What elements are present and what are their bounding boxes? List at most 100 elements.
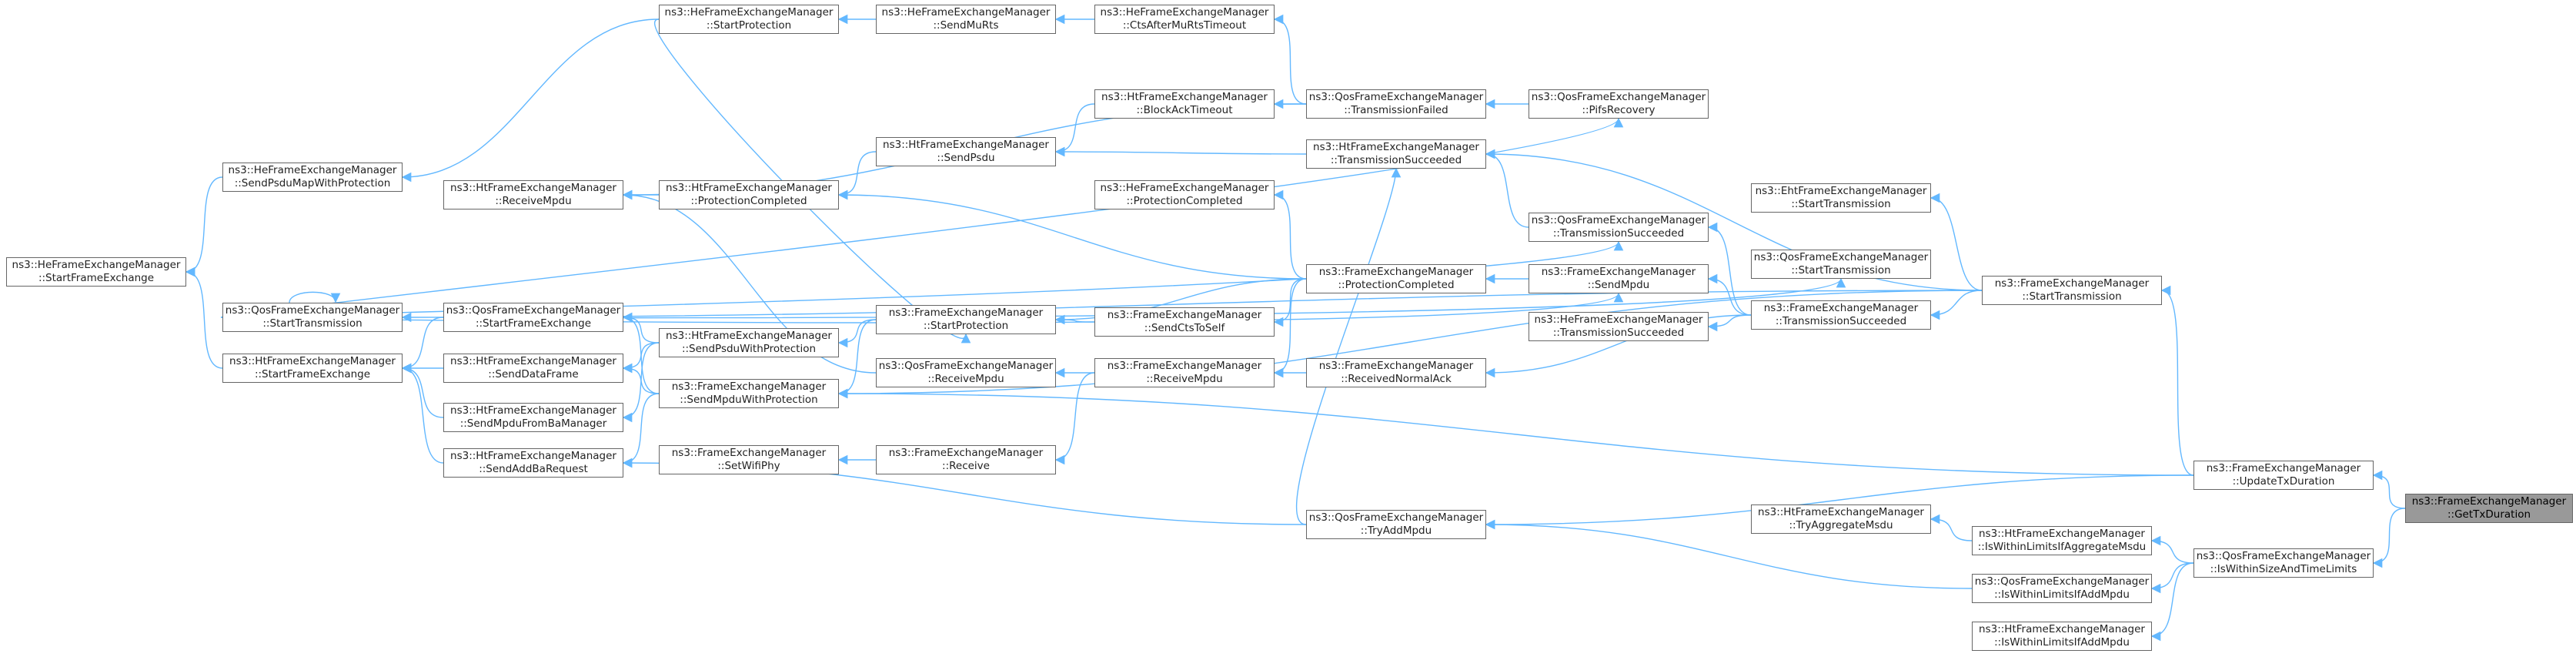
node-feCtsSelf[interactable]: ns3::FrameExchangeManager::SendCtsToSelf	[1094, 307, 1275, 337]
node-heProtCompl[interactable]: ns3::HeFrameExchangeManager::ProtectionC…	[1094, 180, 1275, 210]
node-heStartProt[interactable]: ns3::HeFrameExchangeManager::StartProtec…	[659, 5, 839, 34]
node-label-class: ns3::HtFrameExchangeManager	[450, 450, 616, 462]
node-label-class: ns3::EhtFrameExchangeManager	[1755, 185, 1927, 197]
node-feStartTx[interactable]: ns3::FrameExchangeManager::StartTransmis…	[1982, 276, 2162, 305]
node-qosTxFailed[interactable]: ns3::QosFrameExchangeManager::Transmissi…	[1306, 89, 1486, 119]
edge-feStartTx-to-feTxSucc	[1929, 290, 1983, 320]
node-htWithinAdd[interactable]: ns3::HtFrameExchangeManager::IsWithinLim…	[1972, 622, 2152, 651]
node-feSendMpdu[interactable]: ns3::FrameExchangeManager::SendMpdu	[1529, 264, 1709, 293]
node-heCtsTimeout[interactable]: ns3::HeFrameExchangeManager::CtsAfterMuR…	[1094, 5, 1275, 34]
node-htProtCompl[interactable]: ns3::HtFrameExchangeManager::ProtectionC…	[659, 180, 839, 210]
node-label-method: ::SendMpdu	[1587, 279, 1650, 291]
edge-feStartProt-to-feSendMpduProt	[837, 319, 877, 399]
node-qosStartTx[interactable]: ns3::QosFrameExchangeManager::StartTrans…	[1751, 250, 1931, 279]
node-feTxSucc[interactable]: ns3::FrameExchangeManager::TransmissionS…	[1751, 300, 1931, 330]
edge-heStartProt-to-heSendPsduMap	[401, 18, 660, 183]
node-label-class: ns3::FrameExchangeManager	[888, 307, 1044, 319]
node-htSendPsduProt[interactable]: ns3::HtFrameExchangeManager::SendPsduWit…	[659, 328, 839, 357]
node-label-method: ::StartFrameExchange	[475, 317, 592, 330]
node-label-method: ::Receive	[942, 460, 990, 472]
node-feSetWifiPhy[interactable]: ns3::FrameExchangeManager::SetWifiPhy	[659, 445, 839, 474]
node-label-method: ::SendPsdu	[937, 152, 995, 164]
node-htSendAddBa[interactable]: ns3::HtFrameExchangeManager::SendAddBaRe…	[443, 448, 623, 478]
node-label-class: ns3::FrameExchangeManager	[1541, 266, 1696, 278]
node-label-class: ns3::HtFrameExchangeManager	[229, 355, 396, 367]
node-htTryAgg[interactable]: ns3::HtFrameExchangeManager::TryAggregat…	[1751, 504, 1931, 534]
node-htBlockAck[interactable]: ns3::HtFrameExchangeManager::BlockAckTim…	[1094, 89, 1275, 119]
node-qosTryAdd[interactable]: ns3::QosFrameExchangeManager::TryAddMpdu	[1306, 510, 1486, 539]
node-label-method: ::TryAddMpdu	[1360, 525, 1432, 537]
node-label-method: ::SendDataFrame	[488, 368, 579, 380]
node-heSendPsduMap[interactable]: ns3::HeFrameExchangeManager::SendPsduMap…	[222, 163, 403, 192]
node-label-method: ::StartFrameExchange	[38, 272, 155, 284]
node-label-class: ns3::FrameExchangeManager	[1318, 360, 1474, 372]
node-qosStartTx2[interactable]: ns3::QosFrameExchangeManager::StartTrans…	[222, 303, 403, 332]
node-qosRecvMpdu[interactable]: ns3::QosFrameExchangeManager::ReceiveMpd…	[876, 358, 1056, 387]
node-htStartFE[interactable]: ns3::HtFrameExchangeManager::StartFrameE…	[222, 354, 403, 383]
node-label-method: ::IsWithinLimitsIfAddMpdu	[1994, 588, 2130, 601]
node-feStartProt[interactable]: ns3::FrameExchangeManager::StartProtecti…	[876, 305, 1056, 334]
edge-qosTxSucc-to-htTxSucc	[1485, 149, 1529, 228]
edge-qosStartFE-to-htStartFE	[401, 317, 444, 374]
node-label-method: ::IsWithinLimitsIfAggregateMsdu	[1977, 541, 2147, 553]
edge-htSendMpduBa-to-htStartFE	[401, 363, 444, 418]
node-label-class: ns3::HeFrameExchangeManager	[1534, 313, 1703, 326]
edge-feUpdateTx-to-feStartTx	[2160, 285, 2194, 476]
node-heStartFE[interactable]: ns3::HeFrameExchangeManager::StartFrameE…	[6, 257, 186, 287]
node-feUpdateTx[interactable]: ns3::FrameExchangeManager::UpdateTxDurat…	[2193, 461, 2374, 490]
node-label-method: ::ReceivedNormalAck	[1341, 373, 1452, 385]
node-label-class: ns3::HtFrameExchangeManager	[666, 182, 832, 194]
node-label-method: ::SendPsduMapWithProtection	[234, 177, 391, 189]
node-htWithinAgg[interactable]: ns3::HtFrameExchangeManager::IsWithinLim…	[1972, 526, 2152, 555]
node-feProtCompl[interactable]: ns3::FrameExchangeManager::ProtectionCom…	[1306, 264, 1486, 293]
node-qosWithinSize[interactable]: ns3::QosFrameExchangeManager::IsWithinSi…	[2193, 548, 2374, 578]
node-label-method: ::ProtectionCompleted	[1338, 279, 1455, 291]
node-label-class: ns3::HtFrameExchangeManager	[450, 182, 616, 194]
edge-htTxSucc-to-htSendPsdu	[1054, 146, 1307, 157]
node-qosWithinAdd[interactable]: ns3::QosFrameExchangeManager::IsWithinLi…	[1972, 574, 2152, 603]
node-feRecvMpdu[interactable]: ns3::FrameExchangeManager::ReceiveMpdu	[1094, 358, 1275, 387]
node-label-class: ns3::HtFrameExchangeManager	[883, 139, 1049, 151]
node-label-class: ns3::HtFrameExchangeManager	[666, 330, 832, 342]
edge-qosWithinSize-to-qosWithinAdd	[2150, 562, 2194, 594]
node-qosStartFE[interactable]: ns3::QosFrameExchangeManager::StartFrame…	[443, 303, 623, 332]
node-htSendPsdu[interactable]: ns3::HtFrameExchangeManager::SendPsdu	[876, 137, 1056, 166]
node-label-class: ns3::QosFrameExchangeManager	[1753, 251, 1929, 263]
node-feRecvNormalAck[interactable]: ns3::FrameExchangeManager::ReceivedNorma…	[1306, 358, 1486, 387]
node-label-method: ::ReceiveMpdu	[1146, 373, 1223, 385]
node-label-method: ::PifsRecovery	[1582, 104, 1656, 116]
node-htRecvMpdu[interactable]: ns3::HtFrameExchangeManager::ReceiveMpdu	[443, 180, 623, 210]
node-htSendData[interactable]: ns3::HtFrameExchangeManager::SendDataFra…	[443, 354, 623, 383]
node-label-method: ::StartTransmission	[262, 317, 363, 330]
node-label-class: ns3::FrameExchangeManager	[888, 447, 1044, 459]
node-label-class: ns3::FrameExchangeManager	[671, 447, 827, 459]
edge-qosWithinAdd-to-qosTryAdd	[1485, 519, 1973, 589]
edge-feUpdateTx-to-qosTryAdd	[1485, 474, 2194, 530]
node-qosPifs[interactable]: ns3::QosFrameExchangeManager::PifsRecove…	[1529, 89, 1709, 119]
edge-feUpdateTx-to-feSendMpduProt	[837, 388, 2194, 476]
node-label-method: ::TransmissionSucceeded	[1552, 227, 1685, 240]
node-htTxSucc[interactable]: ns3::HtFrameExchangeManager::Transmissio…	[1306, 139, 1486, 169]
node-heSendMuRts[interactable]: ns3::HeFrameExchangeManager::SendMuRts	[876, 5, 1056, 34]
node-label-class: ns3::HtFrameExchangeManager	[1979, 623, 2145, 635]
edge-htBlockAck-to-htSendPsdu	[1054, 103, 1095, 157]
node-htSendMpduBa[interactable]: ns3::HtFrameExchangeManager::SendMpduFro…	[443, 403, 623, 432]
node-label-class: ns3::HtFrameExchangeManager	[1313, 141, 1479, 153]
edge-feProtCompl-to-feRecvMpdu	[1273, 278, 1307, 378]
node-label-class: ns3::FrameExchangeManager	[1994, 277, 2150, 290]
node-label-class: ns3::FrameExchangeManager	[671, 380, 827, 393]
edge-feRecvMpdu-to-feReceive	[1054, 372, 1095, 465]
node-heTxSucc[interactable]: ns3::HeFrameExchangeManager::Transmissio…	[1529, 312, 1709, 341]
node-qosTxSucc[interactable]: ns3::QosFrameExchangeManager::Transmissi…	[1529, 213, 1709, 242]
node-label-method: ::SendMpduWithProtection	[680, 394, 818, 406]
node-label-method: ::StartTransmission	[1791, 264, 1891, 277]
edge-feTxSucc-to-feSendMpdu	[1707, 273, 1752, 316]
node-label-method: ::SendAddBaRequest	[479, 463, 588, 475]
node-feSendMpduProt[interactable]: ns3::FrameExchangeManager::SendMpduWithP…	[659, 379, 839, 408]
node-ehtStartTx[interactable]: ns3::EhtFrameExchangeManager::StartTrans…	[1751, 183, 1931, 213]
node-feReceive[interactable]: ns3::FrameExchangeManager::Receive	[876, 445, 1056, 474]
node-label-class: ns3::FrameExchangeManager	[1107, 309, 1262, 321]
edge-feProtCompl-to-feCtsSelf	[1273, 278, 1307, 327]
node-label-class: ns3::HtFrameExchangeManager	[450, 355, 616, 367]
